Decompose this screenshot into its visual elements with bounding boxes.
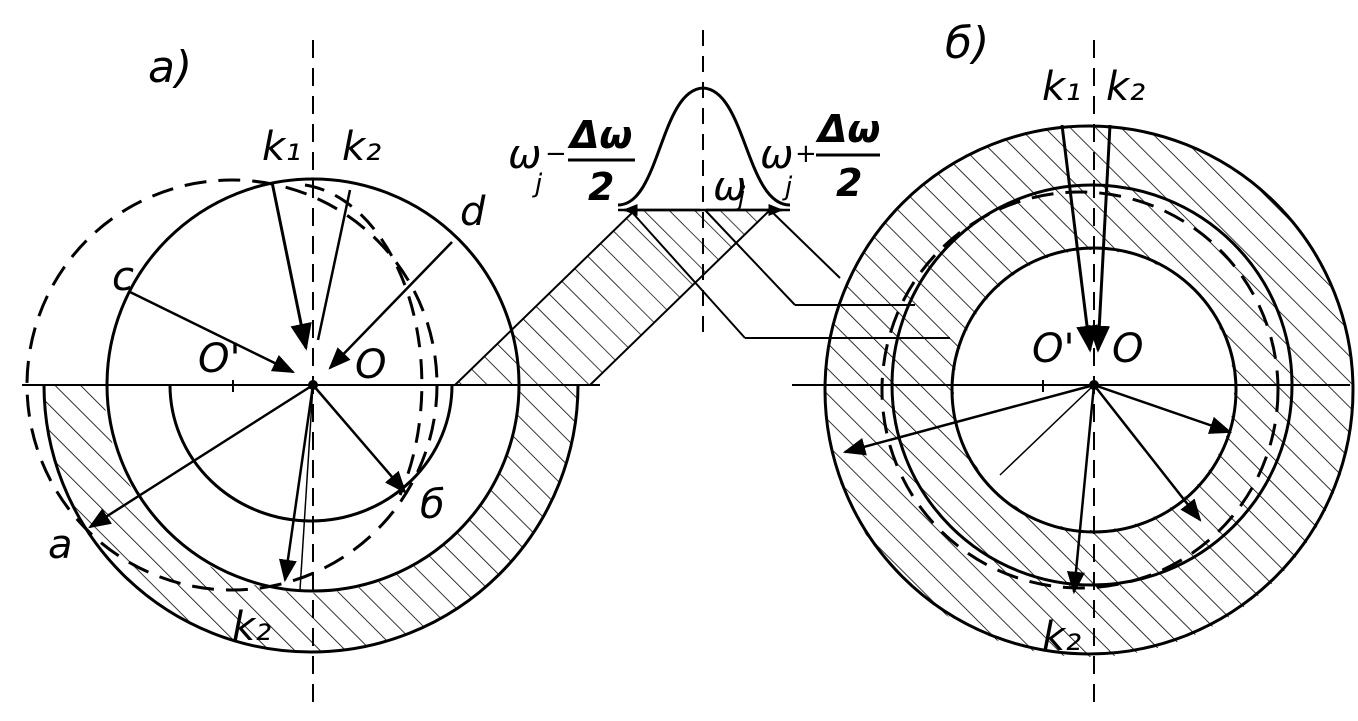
spectrum-right-frac-num: Δω — [815, 107, 880, 151]
vector-k2 — [316, 189, 352, 341]
spectrum-right-frac-den: 2 — [836, 161, 862, 205]
vector-k2-bottom — [278, 384, 315, 583]
spectrum-left-frac-den: 2 — [588, 165, 614, 209]
vector-c — [129, 290, 296, 374]
label-origin-prime-b: O' — [1032, 326, 1074, 372]
label-origin-prime-a: O' — [198, 336, 240, 382]
spectrum-left-sub: j — [532, 169, 543, 199]
spectrum-right-sub: j — [782, 172, 793, 202]
spectrum-left-sign: − — [545, 139, 567, 169]
panel-b-hatched-annulus — [824, 127, 1355, 657]
label-origin-a: O — [355, 342, 386, 388]
panel-a-label: а) — [148, 42, 192, 93]
label-k2-top-b: k₂ — [1106, 64, 1145, 110]
label-c: c — [112, 254, 134, 300]
vector-d — [328, 241, 453, 370]
spectrum-right-omega: ω — [760, 132, 794, 178]
label-k1-b: k₁ — [1042, 64, 1081, 110]
label-k2-top: k₂ — [342, 124, 381, 170]
vector-k2-bottom-b — [1066, 384, 1096, 595]
panel-b: б) k₁ k₂ k₂ O' O — [792, 18, 1355, 710]
label-a: a — [48, 522, 73, 568]
vector-k1 — [270, 181, 312, 351]
vector-k2-b — [1088, 124, 1112, 353]
spectrum-center-omega: ω — [713, 164, 747, 210]
spectrum: ω j − Δω 2 ω j ω j + Δω 2 — [508, 30, 880, 340]
spectrum-left-frac-num: Δω — [567, 113, 632, 157]
vector-a — [88, 383, 314, 529]
label-k2-bottom: k₂ — [232, 604, 271, 650]
panel-b-label: б) — [945, 18, 989, 69]
panel-a: а) k₁ k₂ c d б a k₂ O' O — [22, 40, 600, 710]
panel-a-hatched-region — [42, 384, 580, 654]
label-k2-bottom-b: k₂ — [1042, 614, 1081, 660]
label-d: d — [460, 189, 486, 235]
spectrum-left-omega: ω — [508, 132, 542, 178]
spectrum-center-sub: j — [735, 182, 746, 212]
label-origin-b: O — [1112, 326, 1143, 372]
label-k1: k₁ — [262, 124, 301, 170]
spectrum-right-sign: + — [795, 139, 817, 169]
vector-b — [312, 384, 407, 494]
label-b: б — [420, 482, 445, 528]
vector-k1-b — [1060, 124, 1098, 353]
gaussian-curve — [617, 86, 791, 207]
